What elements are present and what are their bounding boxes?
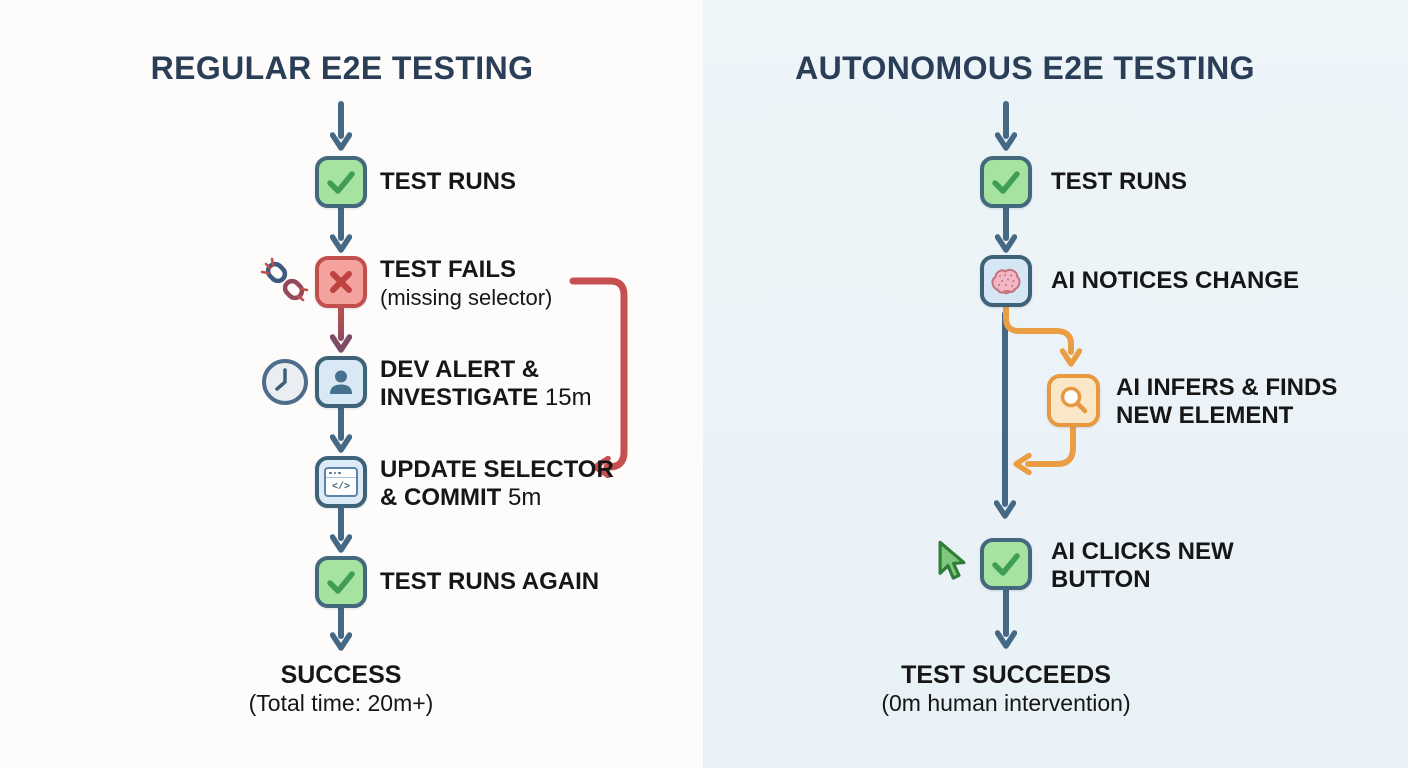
- broken-link-icon: [260, 257, 309, 302]
- dev-alert-line1: DEV ALERT &: [380, 356, 540, 383]
- dev-alert-line2: INVESTIGATE 15m: [380, 384, 592, 411]
- update-line2: & COMMIT 5m: [380, 484, 542, 511]
- ai-clicks-line1: AI CLICKS NEW: [1051, 538, 1234, 565]
- check-icon: [327, 171, 355, 194]
- code-window-icon: </>: [324, 467, 358, 497]
- clock-hands: [275, 368, 287, 391]
- orange-branch-out: [1003, 305, 1071, 352]
- ai-clicks-line2: BUTTON: [1051, 566, 1151, 593]
- dev-alert-label: DEV ALERT & INVESTIGATE 15m: [380, 356, 592, 412]
- red-feedback-loop: [569, 277, 628, 467]
- orange-branch-return: [1028, 425, 1076, 464]
- test-runs-label: TEST RUNS: [380, 168, 517, 195]
- x-icon: [330, 271, 352, 293]
- update-selector-box: </>: [315, 456, 367, 508]
- brain-icon: [991, 268, 1021, 295]
- test-runs-again-box: [315, 556, 367, 608]
- test-succeeds-subtext: (0m human intervention): [881, 690, 1131, 716]
- ai-clicks-box: [980, 538, 1032, 590]
- left-flow-title: REGULAR E2E TESTING: [150, 50, 534, 86]
- check-icon: [327, 571, 355, 594]
- test-runs-right-label: TEST RUNS: [1051, 168, 1188, 195]
- test-runs-again-label: TEST RUNS AGAIN: [380, 568, 600, 595]
- ai-infers-box: [1047, 374, 1100, 427]
- check-icon: [992, 171, 1020, 194]
- check-icon: [992, 553, 1020, 576]
- right-flow-title: AUTONOMOUS E2E TESTING: [795, 50, 1255, 86]
- update-line1: UPDATE SELECTOR: [380, 456, 614, 483]
- update-time: 5m: [507, 484, 542, 511]
- brain-speckles: [998, 274, 1015, 287]
- test-fails-line1: TEST FAILS: [380, 256, 517, 283]
- code-glyph: </>: [331, 481, 350, 493]
- success-subtext: (Total time: 20m+): [248, 690, 434, 716]
- code-window-titlebar: [326, 469, 356, 478]
- clock-icon: [262, 359, 308, 405]
- ai-infers-label: AI INFERS & FINDS NEW ELEMENT: [1116, 374, 1337, 430]
- dev-alert-box: [315, 356, 367, 408]
- test-fails-line2: (missing selector): [380, 285, 553, 310]
- ai-notices-label: AI NOTICES CHANGE: [1051, 267, 1300, 294]
- cursor-icon: [938, 540, 966, 580]
- success-label: SUCCESS: [280, 661, 402, 689]
- test-succeeds-label: TEST SUCCEEDS: [901, 661, 1111, 689]
- test-runs-box: [315, 156, 367, 208]
- test-fails-label: TEST FAILS (missing selector): [380, 256, 552, 312]
- update-selector-label: UPDATE SELECTOR & COMMIT 5m: [380, 456, 614, 512]
- person-icon: [330, 370, 352, 394]
- ai-infers-line1: AI INFERS & FINDS: [1116, 374, 1338, 401]
- break-sparks: [260, 257, 309, 302]
- magnifier-icon: [1060, 386, 1087, 413]
- dev-alert-time: 15m: [544, 384, 592, 411]
- ai-clicks-label: AI CLICKS NEW BUTTON: [1051, 538, 1234, 594]
- test-runs-box-right: [980, 156, 1032, 208]
- ai-infers-line2: NEW ELEMENT: [1116, 402, 1294, 429]
- ai-notices-box: [980, 255, 1032, 307]
- test-fails-box: [315, 256, 367, 308]
